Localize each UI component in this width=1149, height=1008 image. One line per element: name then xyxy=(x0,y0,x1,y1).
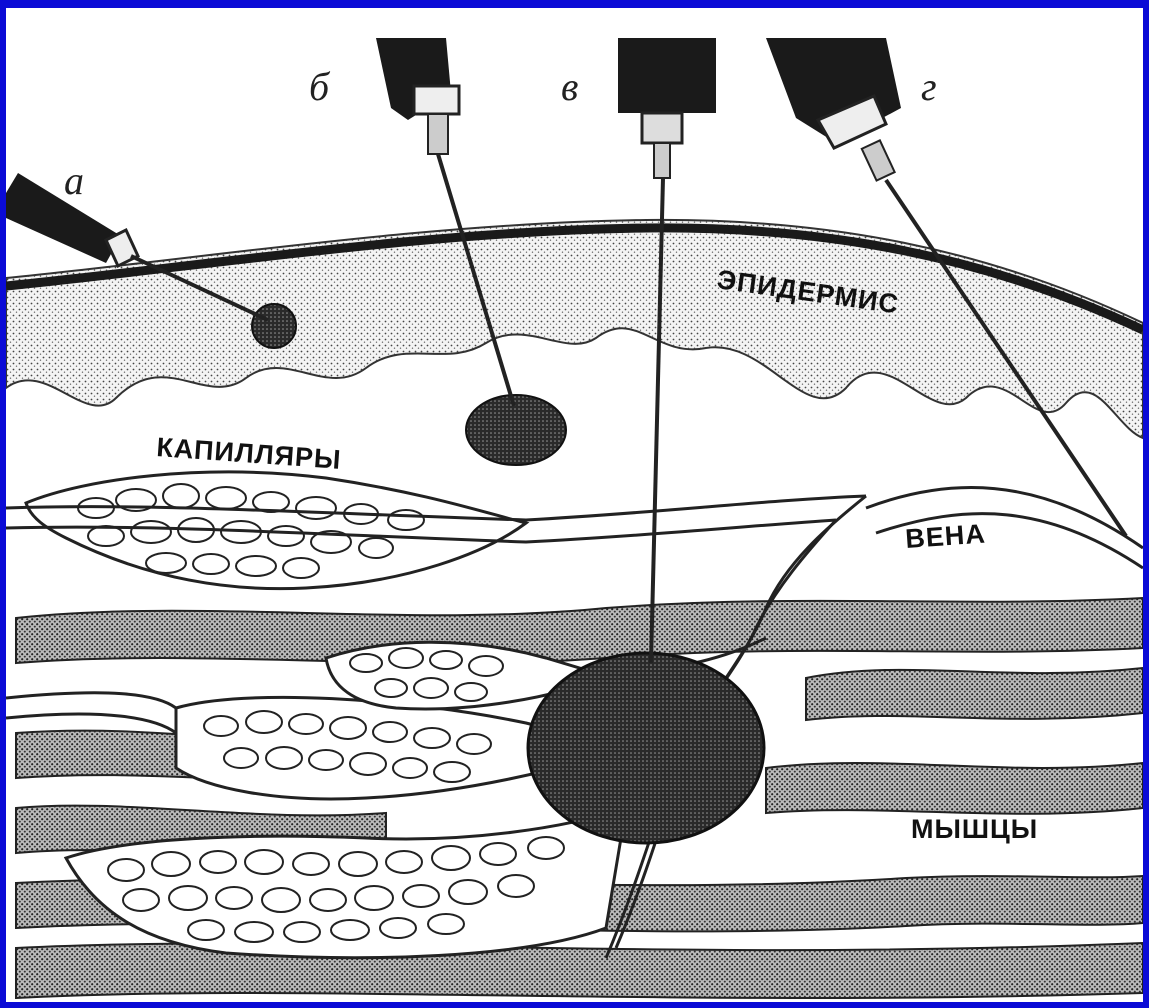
label-vein: ВЕНА xyxy=(904,518,986,554)
label-muscles: МЫШЦЫ xyxy=(911,814,1038,844)
needle-label-a: а xyxy=(64,158,84,203)
injection-diagram: а б в г ЭПИДЕРМИС КАПИЛЛЯРЫ ВЕНА МЫШЦЫ xyxy=(6,8,1143,1002)
label-capillaries: КАПИЛЛЯРЫ xyxy=(156,432,343,475)
needle-v xyxy=(618,38,716,663)
epidermis-layer xyxy=(6,220,1143,438)
needle-label-b: б xyxy=(309,64,331,109)
needle-label-g: г xyxy=(921,64,937,109)
needle-label-v: в xyxy=(561,64,578,109)
diagram-panel: а б в г ЭПИДЕРМИС КАПИЛЛЯРЫ ВЕНА МЫШЦЫ xyxy=(6,8,1143,1002)
